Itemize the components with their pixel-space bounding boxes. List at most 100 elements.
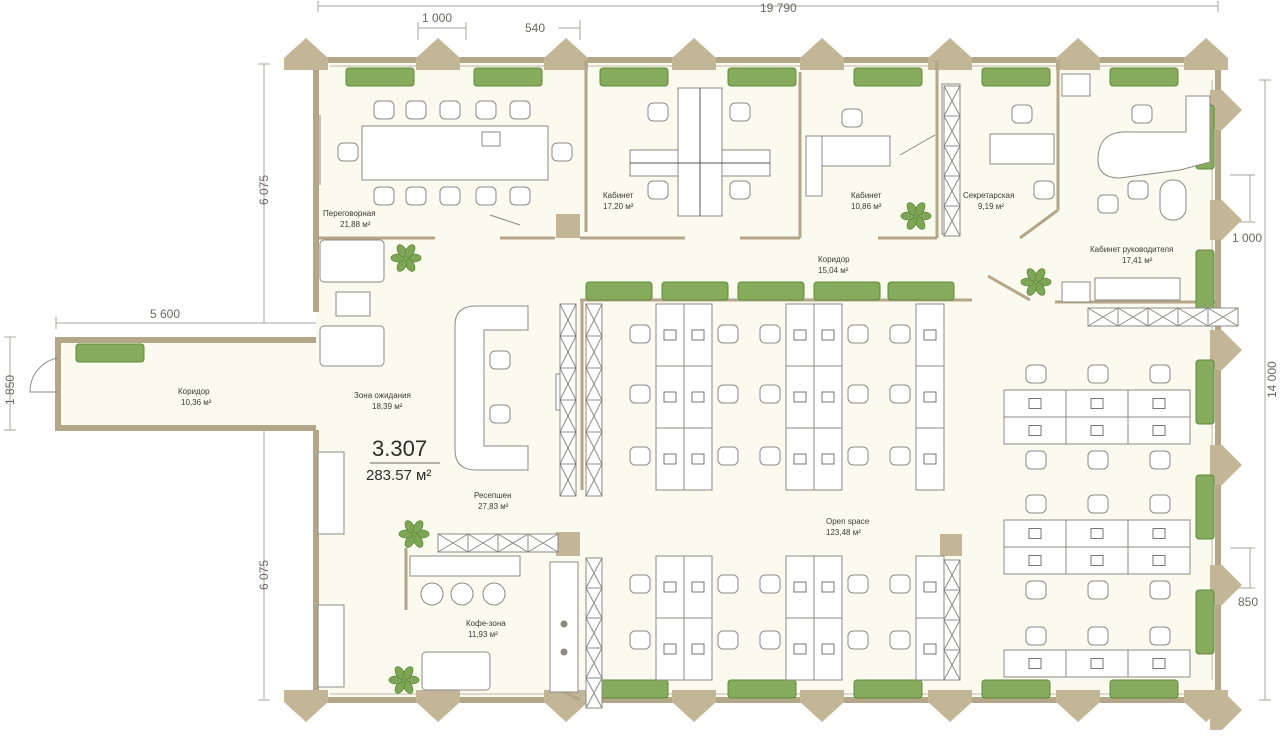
storage-box bbox=[1147, 307, 1179, 327]
monitor bbox=[663, 643, 677, 655]
chair bbox=[1033, 180, 1055, 200]
plant-hedge bbox=[1195, 589, 1215, 655]
plant-hedge bbox=[1109, 67, 1179, 87]
plant-hedge bbox=[727, 679, 797, 699]
corridor-left-name: Коридор bbox=[178, 387, 210, 396]
storage-box bbox=[585, 587, 603, 619]
cabinet1-furniture bbox=[629, 87, 771, 217]
desk-cluster bbox=[1003, 649, 1191, 678]
column-top bbox=[672, 38, 716, 70]
secretary-area: 9,19 м² bbox=[978, 202, 1004, 211]
plant-hedge bbox=[853, 67, 923, 87]
waiting-zone-name: Зона ожидания bbox=[354, 391, 411, 400]
plant-hedge bbox=[473, 67, 543, 87]
storage-box bbox=[1177, 307, 1209, 327]
storage-box-cross bbox=[1087, 307, 1119, 327]
storage-box bbox=[585, 303, 603, 337]
storage-box bbox=[527, 533, 559, 553]
monitor bbox=[1152, 398, 1166, 409]
director-furniture bbox=[1061, 95, 1211, 303]
column-top bbox=[1184, 38, 1228, 70]
column-top bbox=[544, 38, 588, 70]
storage-box-cross bbox=[943, 145, 961, 177]
monitor bbox=[1028, 425, 1042, 436]
corridor-top-name: Коридор bbox=[818, 255, 850, 264]
chair bbox=[629, 384, 651, 404]
plant-hedge bbox=[737, 281, 805, 301]
cabinet2-area: 10,86 м² bbox=[851, 202, 882, 211]
director-area: 17,41 м² bbox=[1122, 256, 1153, 265]
monitor bbox=[663, 581, 677, 593]
chair bbox=[1131, 104, 1153, 124]
storage-box bbox=[943, 589, 961, 621]
potted-plant bbox=[398, 520, 430, 548]
outer-walls bbox=[55, 57, 1221, 703]
monitor bbox=[1152, 425, 1166, 436]
chair bbox=[1097, 194, 1119, 214]
monitor bbox=[923, 391, 937, 403]
chair bbox=[889, 630, 911, 650]
storage-box-cross bbox=[1117, 307, 1149, 327]
column-inner bbox=[940, 534, 962, 556]
chair bbox=[1025, 580, 1047, 600]
plant-hedge bbox=[887, 281, 955, 301]
chair bbox=[847, 630, 869, 650]
column-right bbox=[1210, 330, 1242, 370]
storage-box bbox=[585, 431, 603, 465]
column-right bbox=[1210, 565, 1242, 605]
meeting-chairs bbox=[337, 100, 1183, 424]
chair bbox=[847, 384, 869, 404]
storage-box-cross bbox=[585, 617, 603, 649]
chair bbox=[889, 384, 911, 404]
storage-box bbox=[585, 399, 603, 433]
entrance-door[interactable] bbox=[29, 357, 59, 393]
chair bbox=[647, 180, 669, 200]
chair bbox=[1087, 580, 1109, 600]
dim-right-a: 1 000 bbox=[1232, 231, 1262, 245]
chair bbox=[1149, 364, 1171, 384]
chair bbox=[729, 102, 751, 122]
storage-box-cross bbox=[943, 115, 961, 147]
storage-box bbox=[1207, 307, 1239, 327]
plant-leaf bbox=[906, 202, 918, 216]
storage-box-cross bbox=[585, 677, 603, 709]
column-bottom bbox=[800, 690, 844, 722]
plant-leaf bbox=[412, 520, 424, 534]
cabinet1-name: Кабинет bbox=[603, 191, 634, 200]
coffee-zone-name: Кофе-зона bbox=[466, 619, 506, 628]
secretary-name: Секретарская bbox=[963, 191, 1014, 200]
chair bbox=[509, 100, 531, 120]
monitor bbox=[1028, 555, 1042, 566]
chair bbox=[489, 404, 511, 424]
chair bbox=[373, 100, 395, 120]
plant-leaf bbox=[404, 244, 416, 258]
storage-box bbox=[559, 335, 577, 369]
chair bbox=[717, 324, 739, 344]
chair bbox=[475, 100, 497, 120]
storage-box-cross bbox=[943, 649, 961, 681]
chair bbox=[759, 574, 781, 594]
chair bbox=[439, 100, 461, 120]
plant-hedge bbox=[599, 679, 669, 699]
column-top bbox=[800, 38, 844, 70]
column-bottom bbox=[544, 690, 588, 722]
openspace-area: 123,48 м² bbox=[826, 528, 861, 537]
reception-name: Ресепшен bbox=[474, 491, 512, 500]
potted-plants bbox=[388, 202, 1052, 694]
storage-box bbox=[497, 533, 529, 553]
dim-top-b: 540 bbox=[525, 21, 545, 35]
plant-hedge bbox=[75, 343, 145, 363]
plant-leaf bbox=[1026, 268, 1038, 282]
desk-cluster bbox=[1003, 519, 1191, 575]
dim-right-b: 850 bbox=[1238, 595, 1258, 609]
cabinet2-name: Кабинет bbox=[851, 191, 882, 200]
storage-box-cross bbox=[585, 557, 603, 589]
monitor bbox=[663, 329, 677, 341]
chair bbox=[1025, 364, 1047, 384]
chair bbox=[551, 142, 573, 162]
storage-box bbox=[585, 647, 603, 679]
monitor bbox=[663, 391, 677, 403]
storage-box-cross bbox=[559, 399, 577, 433]
chair bbox=[847, 324, 869, 344]
plant-hedge bbox=[599, 67, 669, 87]
